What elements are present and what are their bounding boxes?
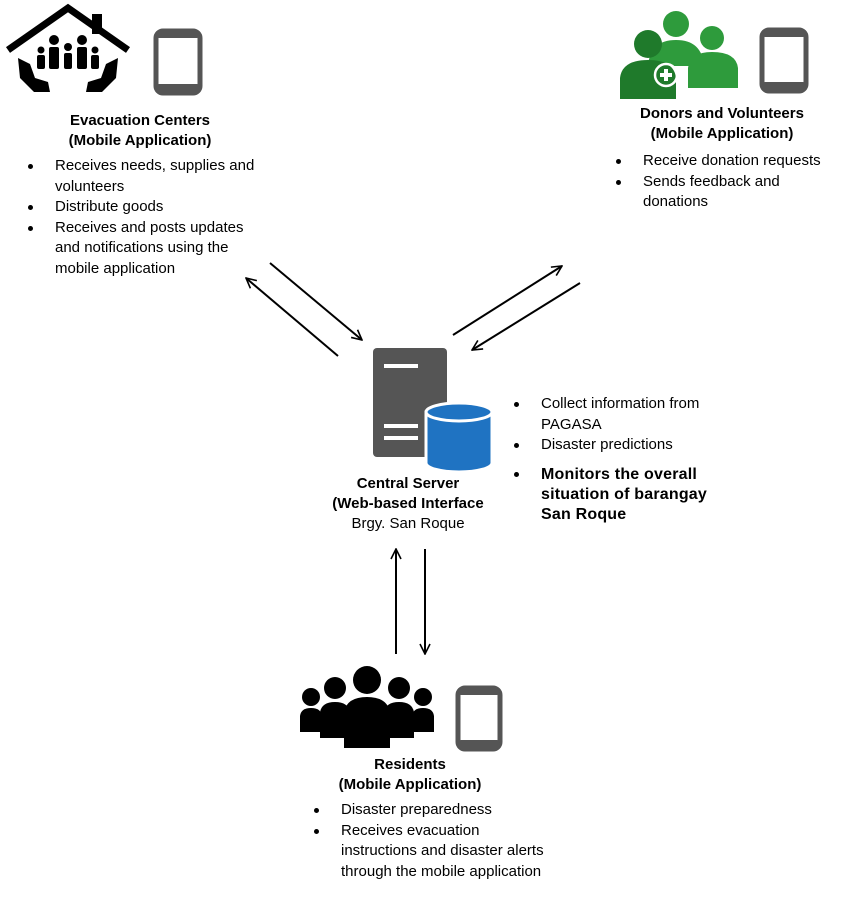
residents-list: Disaster preparedness Receives evacuatio…: [310, 800, 560, 882]
donors-subtitle: (Mobile Application): [650, 125, 794, 142]
list-item: Monitors the overall situation of barang…: [510, 465, 710, 525]
evacuation-subtitle: (Mobile Application): [68, 132, 212, 149]
arrow-evacuation-to-server: [269, 262, 362, 340]
list-item: Disaster preparedness: [310, 800, 560, 821]
list-item: Receive donation requests: [612, 151, 866, 172]
mobile-phone-icon: [455, 685, 503, 752]
arrow-server-to-evacuation: [246, 278, 339, 357]
house-family-icon: [5, 3, 131, 92]
evacuation-list: Receives needs, supplies and volunteers …: [24, 156, 272, 279]
list-item: Receives needs, supplies and volunteers: [24, 156, 272, 197]
list-item: Sends feedback and donations: [612, 172, 823, 213]
residents-title: Residents: [374, 756, 446, 773]
arrow-donors-to-server: [472, 282, 581, 350]
list-item: Disaster predictions: [510, 435, 720, 456]
server-highlight-list: Monitors the overall situation of barang…: [510, 465, 710, 525]
residents-subtitle: (Mobile Application): [338, 776, 482, 793]
donors-title: Donors and Volunteers: [640, 105, 804, 122]
donors-node: Donors and Volunteers (Mobile Applicatio…: [604, 104, 840, 144]
evacuation-node: Evacuation Centers (Mobile Application): [30, 111, 250, 151]
donors-list: Receive donation requests Sends feedback…: [612, 151, 866, 213]
mobile-phone-icon: [759, 27, 809, 94]
list-item: Receives and posts updates and notificat…: [24, 218, 272, 280]
arrow-server-to-donors: [452, 266, 562, 336]
server-list: Collect information from PAGASA Disaster…: [510, 394, 720, 456]
residents-node: Residents (Mobile Application): [300, 755, 520, 795]
server-location: Brgy. San Roque: [351, 515, 465, 532]
people-group-icon: [300, 666, 434, 748]
evacuation-title: Evacuation Centers: [69, 112, 211, 129]
server-subtitle: (Web-based Interface: [332, 495, 484, 512]
mobile-phone-icon: [153, 28, 203, 96]
list-item: Collect information from PAGASA: [510, 394, 720, 435]
list-item: Receives evacuation instructions and dis…: [310, 821, 553, 883]
server-node: Central Server (Web-based Interface Brgy…: [296, 474, 520, 534]
server-database-icon: [373, 348, 494, 474]
list-item: Distribute goods: [24, 197, 272, 218]
donor-group-icon: [620, 11, 738, 99]
server-title: Central Server: [356, 475, 460, 492]
